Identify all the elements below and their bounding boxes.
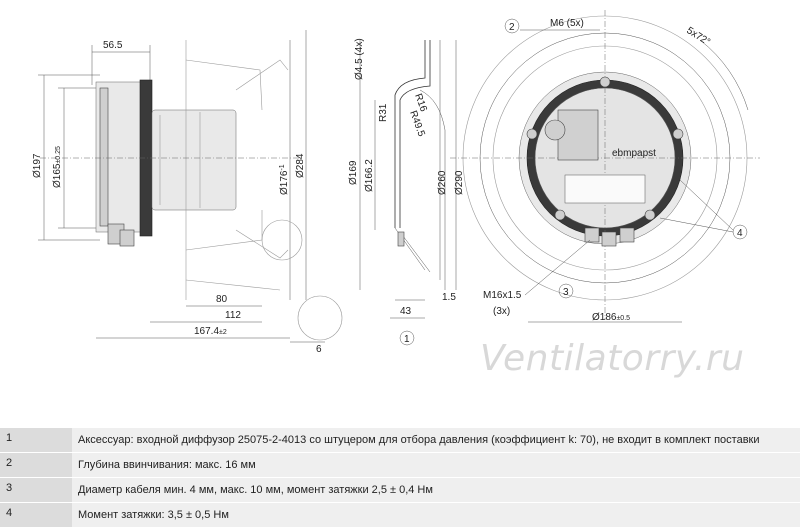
dim-d186: Ø186±0.5 <box>592 312 630 323</box>
dim-r49-5: R49.5 <box>407 109 427 138</box>
watermark: Ventilatorry.ru <box>480 338 745 379</box>
dim-m16-count: (3x) <box>493 306 510 317</box>
technical-drawing: 56.5 Ø197 Ø165±0.25 Ø176-1 Ø284 <box>32 10 760 355</box>
legend-row: 3 Диаметр кабеля мин. 4 мм, макс. 10 мм,… <box>0 477 800 503</box>
legend-text: Аксессуар: входной диффузор 25075-2-4013… <box>72 428 800 453</box>
dim-d4-5: Ø4.5 (4x) <box>354 38 365 80</box>
dim-m16: M16x1.5 <box>483 290 522 301</box>
dim-d260: Ø260 <box>437 170 448 195</box>
inlet-profile-view: Ø4.5 (4x) Ø169 Ø166.2 R31 R16 R49.5 Ø260… <box>348 38 465 346</box>
legend-table: 1 Аксессуар: входной диффузор 25075-2-40… <box>0 428 800 528</box>
dim-1-5: 1.5 <box>442 292 456 303</box>
callout-4: 4 <box>737 228 743 239</box>
brand-label: ebmpapst <box>612 148 656 159</box>
dim-6: 6 <box>316 344 322 355</box>
front-view: ebmpapst M6 (5x) 2 5x72° 4 M16x1.5 (3x) … <box>450 10 760 323</box>
dim-56-5: 56.5 <box>103 40 123 51</box>
dim-80: 80 <box>216 294 228 305</box>
side-view: 56.5 Ø197 Ø165±0.25 Ø176-1 Ø284 <box>32 30 343 355</box>
dim-d166-2: Ø166.2 <box>364 159 375 192</box>
dim-d176: Ø176-1 <box>279 164 290 195</box>
dim-m6: M6 (5x) <box>550 18 584 29</box>
dim-112: 112 <box>225 310 241 321</box>
legend-text: Глубина ввинчивания: макс. 16 мм <box>72 452 800 478</box>
legend-row: 2 Глубина ввинчивания: макс. 16 мм <box>0 452 800 478</box>
dim-d165: Ø165±0.25 <box>52 146 63 188</box>
legend-number: 3 <box>0 477 72 503</box>
dim-d284: Ø284 <box>295 153 306 178</box>
callout-1: 1 <box>404 334 410 345</box>
dim-r31: R31 <box>378 103 389 122</box>
dim-angle: 5x72° <box>684 25 712 48</box>
legend-row: 4 Момент затяжки: 3,5 ± 0,5 Нм <box>0 502 800 528</box>
callout-3: 3 <box>563 287 569 298</box>
legend-number: 2 <box>0 452 72 478</box>
dim-d169: Ø169 <box>348 160 359 185</box>
callout-2: 2 <box>509 22 515 33</box>
legend-number: 1 <box>0 428 72 453</box>
legend-row: 1 Аксессуар: входной диффузор 25075-2-40… <box>0 428 800 453</box>
legend-text: Диаметр кабеля мин. 4 мм, макс. 10 мм, м… <box>72 477 800 503</box>
dim-d290: Ø290 <box>454 170 465 195</box>
dim-d197: Ø197 <box>32 153 43 178</box>
dim-43: 43 <box>400 306 412 317</box>
dim-167-4: 167.4±2 <box>194 326 227 337</box>
